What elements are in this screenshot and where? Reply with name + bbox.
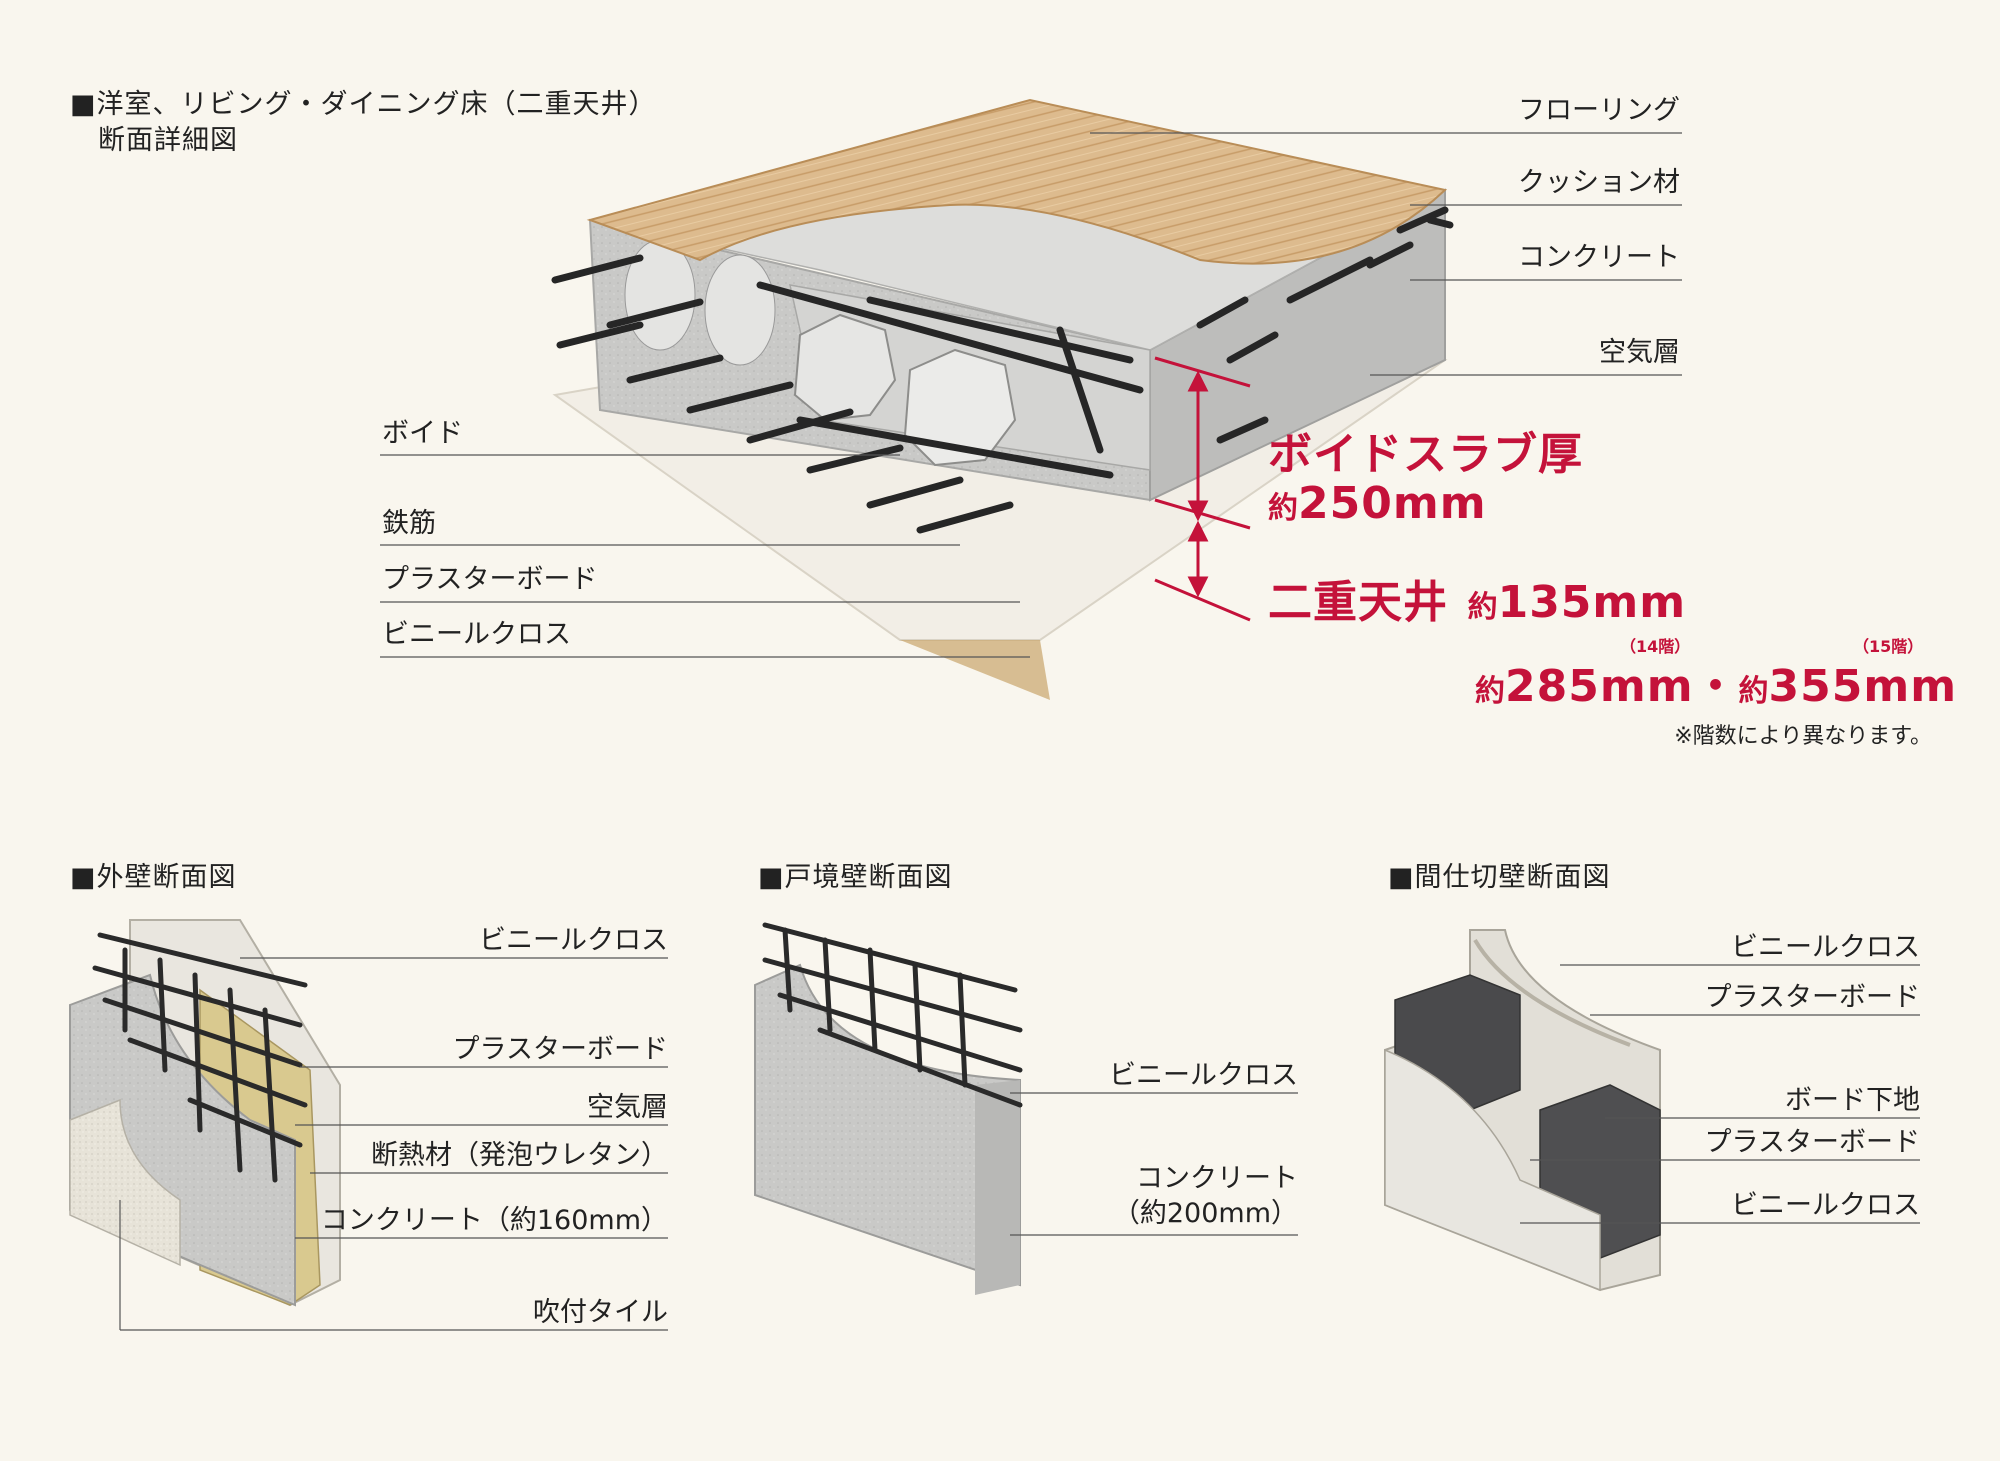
dimension-marks [1154, 356, 1251, 622]
floor-slab-illustration [380, 98, 1682, 700]
part-label-stud: ボード下地 [1785, 1085, 1920, 1116]
label-void: ボイド [382, 418, 463, 449]
label-flooring: フローリング [1518, 95, 1680, 126]
floor-footnote: ※階数により異なります。 [1674, 724, 1932, 749]
floor-heading-line2: 断面詳細図 [98, 125, 238, 156]
boundary-rebar [762, 922, 1023, 1108]
ext-label-vinyl: ビニールクロス [479, 925, 668, 956]
partition-front-board [1384, 1048, 1601, 1292]
floor-15-note: （15階） [1853, 637, 1924, 656]
bnd-label-vinyl: ビニールクロス [1109, 1060, 1298, 1091]
boundary-wall-heading: ■戸境壁断面図 [758, 862, 953, 893]
partition-wall-illustration [1384, 929, 1920, 1292]
part-label-vinyl-bottom: ビニールクロス [1731, 1190, 1920, 1221]
part-label-plasterboard-top: プラスターボード [1704, 982, 1920, 1013]
ext-label-plasterboard: プラスターボード [452, 1034, 668, 1065]
double-ceiling-line: 二重天井 約135mm [1268, 577, 1687, 628]
void-block [793, 313, 897, 422]
floor-14-note: （14階） [1620, 637, 1691, 656]
rebar-group [551, 206, 1454, 534]
double-ceiling-value: 135mm [1497, 577, 1687, 628]
tile-layer [69, 1098, 181, 1267]
label-air-layer: 空気層 [1599, 337, 1680, 368]
ext-label-insulation: 断熱材（発泡ウレタン） [371, 1140, 668, 1171]
label-concrete: コンクリート [1518, 242, 1680, 273]
partition-leader-lines [1520, 964, 1920, 1224]
part-label-plasterboard-bottom: プラスターボード [1704, 1127, 1920, 1158]
flooring-surface [586, 98, 1448, 265]
ext-label-tile: 吹付タイル [533, 1297, 668, 1328]
exterior-wall-heading: ■外壁断面図 [70, 862, 237, 893]
slab-thickness-value: 約250mm [1268, 478, 1487, 529]
label-plasterboard: プラスターボード [382, 564, 598, 595]
part-label-vinyl-top: ビニールクロス [1731, 932, 1920, 963]
slab-thickness-title: ボイドスラブ厚 [1268, 429, 1583, 480]
label-cushion: クッション材 [1518, 167, 1680, 198]
exterior-leader-lines [119, 957, 668, 1331]
void-hole [704, 254, 776, 366]
exterior-rebar [92, 932, 308, 1183]
ext-label-air: 空気層 [587, 1092, 668, 1123]
exterior-wall-illustration [69, 919, 668, 1331]
ceiling-wood-edge [900, 640, 1050, 700]
partition-board-edge [1473, 938, 1631, 1047]
ext-label-concrete: コンクリート（約160mm） [320, 1205, 668, 1236]
boundary-wall-illustration [754, 922, 1298, 1295]
boundary-leader-lines [1010, 1092, 1298, 1236]
label-rebar: 鉄筋 [382, 508, 436, 539]
bnd-label-thickness: （約200mm） [1112, 1198, 1298, 1229]
floor-heading-line1: ■洋室、リビング・ダイニング床（二重天井） [70, 89, 657, 120]
alt-ceiling-values: 約285mm・約355mm [1475, 661, 1958, 712]
floor-section-heading: ■洋室、リビング・ダイニング床（二重天井） 断面詳細図 [70, 87, 657, 159]
floor-leader-lines [380, 132, 1682, 658]
label-vinyl-cloth: ビニールクロス [382, 619, 571, 650]
boundary-side [975, 1080, 1020, 1295]
double-ceiling-title: 二重天井 [1268, 577, 1448, 628]
partition-wall-heading: ■間仕切壁断面図 [1388, 862, 1611, 893]
bnd-label-concrete: コンクリート [1136, 1163, 1298, 1194]
